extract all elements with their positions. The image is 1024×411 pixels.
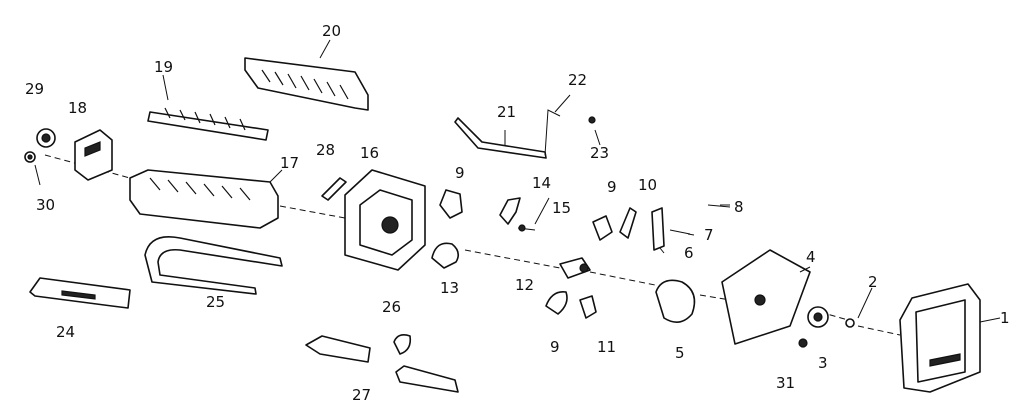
callout-1: 1 (1000, 309, 1010, 327)
callout-13: 13 (440, 279, 459, 297)
part-12-gear (559, 257, 591, 279)
callout-16: 16 (360, 144, 379, 162)
callout-9-a: 9 (455, 164, 465, 182)
part-11-clip (579, 295, 597, 319)
callout-4: 4 (806, 248, 816, 266)
callout-15: 15 (552, 199, 571, 217)
part-29-ring (36, 128, 56, 148)
part-8-screw (707, 204, 731, 208)
callout-10: 10 (638, 176, 657, 194)
part-24-plate (29, 277, 131, 309)
part-19-ejector (147, 107, 269, 141)
callout-9-b: 9 (607, 178, 617, 196)
callout-23: 23 (590, 144, 609, 162)
callout-20: 20 (322, 22, 341, 40)
callout-22: 22 (568, 71, 587, 89)
part-18-bracket (74, 129, 113, 181)
part-9-switch-upper (439, 189, 463, 219)
callout-24: 24 (56, 323, 75, 341)
part-9-switch-right (592, 215, 613, 241)
callout-7: 7 (704, 226, 714, 244)
part-28-clip (321, 177, 347, 201)
part-10-spring (619, 207, 637, 239)
part-27-hose (305, 335, 459, 393)
callout-31: 31 (776, 374, 795, 392)
callout-26: 26 (382, 298, 401, 316)
callout-12: 12 (515, 276, 534, 294)
callout-6: 6 (684, 244, 694, 262)
callout-5: 5 (675, 344, 685, 362)
callout-28: 28 (316, 141, 335, 159)
part-6-bracket (651, 207, 665, 251)
part-25-heater (144, 236, 283, 295)
part-26-valve (393, 334, 412, 355)
part-2-screw (845, 318, 855, 328)
callout-27: 27 (352, 386, 371, 404)
part-3-knob (807, 306, 829, 328)
callout-11: 11 (597, 338, 616, 356)
part-7-screw (669, 229, 691, 235)
part-20-cover (244, 57, 369, 111)
callout-17: 17 (280, 154, 299, 172)
part-13-motor (431, 242, 460, 269)
callout-9-c: 9 (550, 338, 560, 356)
callout-2: 2 (868, 273, 878, 291)
part-16-housing (344, 169, 426, 271)
part-4-mount-plate (721, 249, 811, 345)
part-31-nut (798, 338, 808, 348)
callout-25: 25 (206, 293, 225, 311)
callout-30: 30 (36, 196, 55, 214)
part-5-cam (655, 279, 696, 323)
callout-18: 18 (68, 99, 87, 117)
part-9-switch-lower (545, 290, 568, 315)
part-21-arm (454, 109, 596, 159)
part-14-lever (499, 197, 536, 232)
callout-3: 3 (818, 354, 828, 372)
callout-21: 21 (497, 103, 516, 121)
part-17-ice-mold (129, 169, 279, 229)
callout-14: 14 (532, 174, 551, 192)
part-1-front-cover (899, 283, 981, 393)
callout-29: 29 (25, 80, 44, 98)
callout-19: 19 (154, 58, 173, 76)
callout-8: 8 (734, 198, 744, 216)
part-30-nut (24, 151, 36, 163)
